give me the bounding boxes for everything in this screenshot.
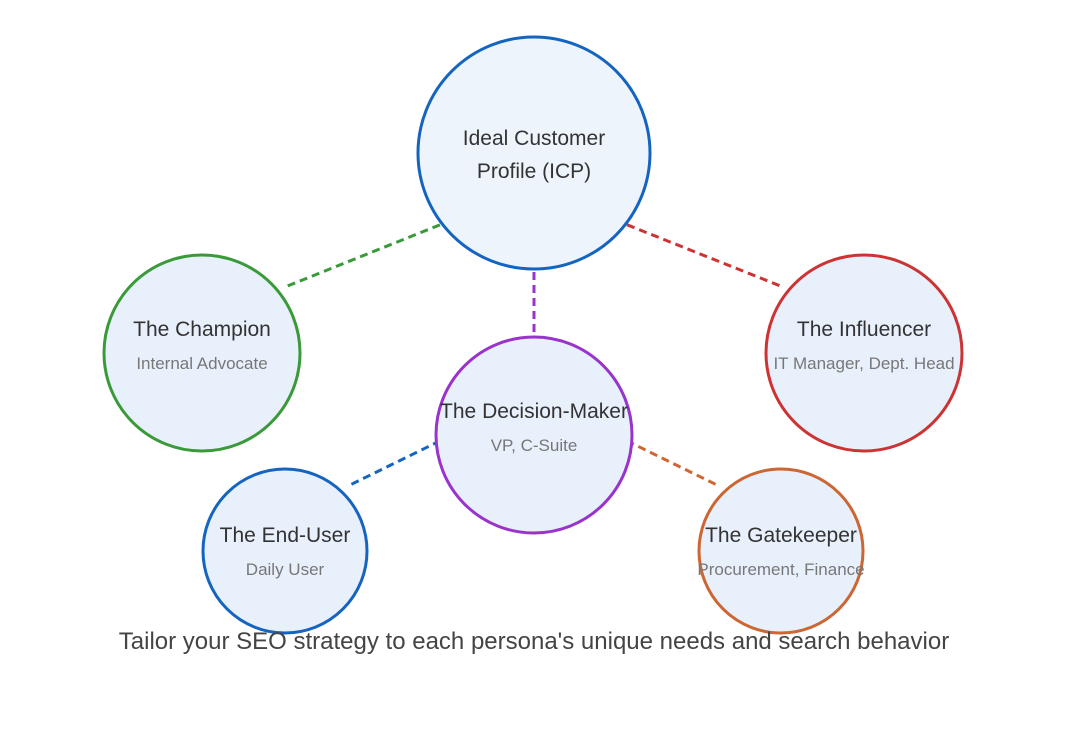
end-user-circle: [201, 467, 369, 635]
persona-node-influencer: The Influencer IT Manager, Dept. Head: [764, 253, 964, 453]
gatekeeper-circle: [697, 467, 865, 635]
end-user-subtitle: Daily User: [246, 560, 325, 579]
persona-node-champion: The Champion Internal Advocate: [102, 253, 302, 453]
decision-maker-circle: [434, 335, 634, 535]
champion-circle: [102, 253, 302, 453]
influencer-title: The Influencer: [797, 318, 931, 341]
gatekeeper-title: The Gatekeeper: [705, 524, 857, 547]
end-user-title: The End-User: [220, 524, 351, 547]
decision-maker-title: The Decision-Maker: [440, 400, 628, 423]
persona-node-end-user: The End-User Daily User: [201, 467, 369, 635]
diagram-caption: Tailor your SEO strategy to each persona…: [119, 628, 949, 655]
icp-circle: [416, 35, 652, 271]
champion-title: The Champion: [133, 318, 271, 341]
influencer-subtitle: IT Manager, Dept. Head: [773, 354, 954, 373]
icp-title-line2: Profile (ICP): [477, 160, 591, 183]
gatekeeper-subtitle: Procurement, Finance: [697, 560, 864, 579]
connector-icp-influencer: [614, 218, 784, 289]
persona-node-gatekeeper: The Gatekeeper Procurement, Finance: [697, 467, 865, 635]
icp-title-line1: Ideal Customer: [463, 127, 605, 150]
persona-node-decision-maker: The Decision-Maker VP, C-Suite: [434, 335, 634, 535]
influencer-circle: [764, 253, 964, 453]
icp-node: Ideal Customer Profile (ICP): [416, 35, 652, 271]
decision-maker-subtitle: VP, C-Suite: [491, 436, 578, 455]
connector-icp-champion: [284, 218, 453, 289]
champion-subtitle: Internal Advocate: [136, 354, 267, 373]
